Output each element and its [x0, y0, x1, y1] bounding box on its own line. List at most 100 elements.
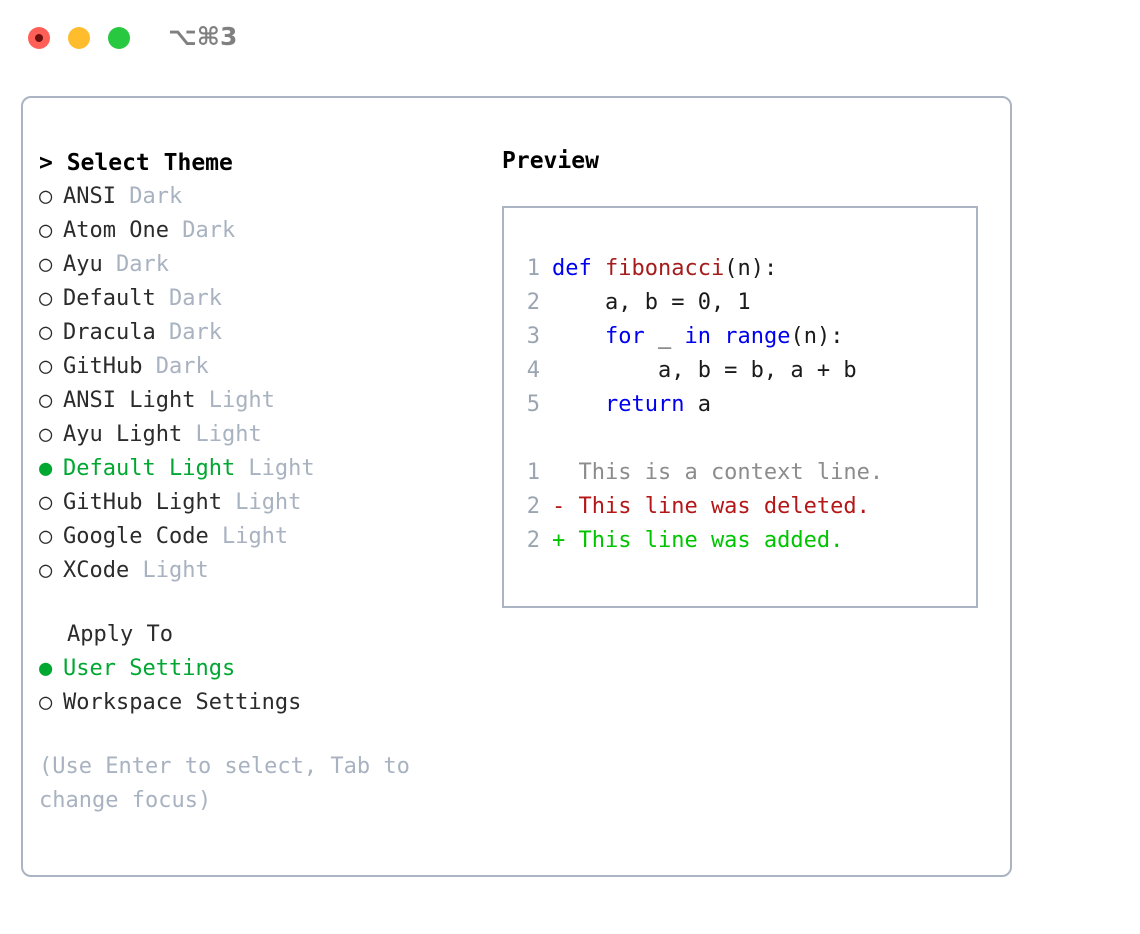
- apply-option-workspace-settings[interactable]: ○ Workspace Settings: [39, 686, 489, 720]
- radio-selected-icon: ●: [39, 456, 53, 481]
- theme-option-tag: Dark: [102, 252, 169, 277]
- theme-option-tag: Light: [195, 388, 275, 413]
- code-diff-gap: [512, 422, 974, 456]
- diff-block: 1 This is a context line. 2 - This line wa…: [512, 456, 974, 558]
- theme-option-ansi-light[interactable]: ○ ANSI Light Light: [39, 384, 489, 418]
- theme-option-github-light[interactable]: ○GitHub Light Light: [39, 486, 489, 520]
- select-theme-header: > Select Theme: [39, 150, 233, 176]
- radio-unselected-icon: ○: [39, 218, 53, 243]
- minimize-button[interactable]: [68, 27, 90, 49]
- theme-option-label: Atom One: [63, 218, 169, 243]
- code-token: (n):: [790, 324, 844, 349]
- theme-option-ansi[interactable]: ○ ANSI Dark: [39, 180, 489, 214]
- radio-unselected-icon: ○: [39, 422, 53, 447]
- theme-option-tag: Light: [235, 456, 315, 481]
- radio-unselected-icon: ○: [39, 320, 53, 345]
- theme-option-xcode[interactable]: ○ XCode Light: [39, 554, 489, 588]
- diff-line: 1 This is a context line.: [512, 456, 974, 490]
- line-number: 1: [526, 460, 540, 485]
- apply-option-label: Workspace Settings: [63, 690, 302, 715]
- radio-unselected-icon: ○: [39, 558, 53, 583]
- theme-option-label: GitHub Light: [63, 490, 222, 515]
- theme-option-label: Default Light: [63, 456, 236, 481]
- apply-option-user-settings[interactable]: ● User Settings: [39, 652, 489, 686]
- line-number: 1: [526, 256, 540, 281]
- diff-line: 2 - This line was deleted.: [512, 490, 974, 524]
- hint-spacer: [39, 720, 489, 750]
- radio-unselected-icon: ○: [39, 184, 53, 209]
- theme-option-default[interactable]: ○ Default Dark: [39, 282, 489, 316]
- code-token: range: [724, 324, 791, 349]
- code-token: for: [604, 324, 645, 349]
- apply-to-list[interactable]: ● User Settings ○ Workspace Settings: [39, 652, 489, 720]
- theme-option-label: Dracula: [63, 320, 156, 345]
- theme-option-label: XCode: [63, 558, 130, 583]
- theme-option-dracula[interactable]: ○ Dracula Dark: [39, 316, 489, 350]
- theme-option-tag: Dark: [155, 320, 222, 345]
- theme-picker-panel: > Select Theme ○ANSI Dark○Atom One Dark○…: [21, 96, 1012, 877]
- theme-option-label: ANSI: [63, 184, 116, 209]
- line-number: 2: [526, 494, 540, 519]
- radio-unselected-icon: ○: [39, 690, 53, 715]
- code-token: def: [552, 256, 605, 281]
- theme-option-label: Default: [63, 286, 156, 311]
- theme-option-label: ANSI Light: [63, 388, 196, 413]
- theme-list[interactable]: ○ ANSI Dark ○ Atom One Dark ○ Ayu Dark ○ Defaul…: [39, 180, 489, 588]
- code-line: 2 a, b = 0, 1: [512, 286, 974, 320]
- diff-text: + This line was added.: [552, 528, 844, 553]
- title-bar: ⌥⌘3: [0, 0, 1140, 78]
- apply-to-title: Apply To: [67, 622, 173, 647]
- theme-option-tag: Dark: [155, 286, 222, 311]
- line-number: 5: [526, 392, 540, 417]
- code-token: [552, 324, 605, 349]
- radio-unselected-icon: ○: [39, 354, 53, 379]
- code-token: (n):: [724, 256, 778, 281]
- section-spacer: [39, 588, 489, 618]
- window-controls: [28, 27, 130, 49]
- theme-option-default-light[interactable]: ● Default Light Light: [39, 452, 489, 486]
- theme-option-label: Ayu Light: [63, 422, 183, 447]
- theme-option-tag: Light: [182, 422, 262, 447]
- theme-selection-column: > Select Theme ○ANSI Dark○Atom One Dark○…: [39, 146, 489, 818]
- code-token: a: [684, 392, 711, 417]
- code-token: [552, 392, 605, 417]
- code-token: [711, 324, 724, 349]
- theme-option-tag: Dark: [142, 354, 209, 379]
- radio-selected-icon: ●: [39, 656, 53, 681]
- theme-option-tag: Dark: [115, 184, 183, 209]
- theme-option-tag: Dark: [168, 218, 236, 243]
- theme-option-tag: Light: [129, 558, 209, 583]
- close-button[interactable]: [28, 27, 50, 49]
- diff-text: This is a context line.: [552, 460, 884, 485]
- apply-option-label: User Settings: [63, 656, 236, 681]
- code-line: 5 return a: [512, 388, 974, 422]
- theme-option-label: Ayu: [63, 252, 103, 277]
- theme-option-tag: Light: [208, 524, 289, 549]
- theme-option-tag: Light: [221, 490, 302, 515]
- diff-text: - This line was deleted.: [552, 494, 870, 519]
- theme-option-atom-one[interactable]: ○ Atom One Dark: [39, 214, 489, 248]
- line-number: 2: [526, 290, 540, 315]
- line-number: 2: [526, 528, 540, 553]
- theme-option-google-code[interactable]: ○Google Code Light: [39, 520, 489, 554]
- code-token: _: [644, 324, 685, 349]
- theme-option-label: GitHub: [63, 354, 143, 379]
- code-token: a, b = 0, 1: [552, 290, 751, 315]
- radio-unselected-icon: ○: [39, 286, 53, 311]
- radio-unselected-icon: ○: [39, 252, 53, 277]
- maximize-button[interactable]: [108, 27, 130, 49]
- keyboard-hint: (Use Enter to select, Tab to change focu…: [39, 754, 424, 813]
- theme-option-ayu-light[interactable]: ○ Ayu Light Light: [39, 418, 489, 452]
- code-line: 4 a, b = b, a + b: [512, 354, 974, 388]
- code-token: in: [684, 324, 711, 349]
- radio-unselected-icon: ○: [39, 388, 53, 413]
- line-number: 3: [526, 324, 540, 349]
- theme-option-ayu[interactable]: ○ Ayu Dark: [39, 248, 489, 282]
- theme-option-github[interactable]: ○ GitHub Dark: [39, 350, 489, 384]
- keyboard-shortcut-label: ⌥⌘3: [168, 22, 238, 51]
